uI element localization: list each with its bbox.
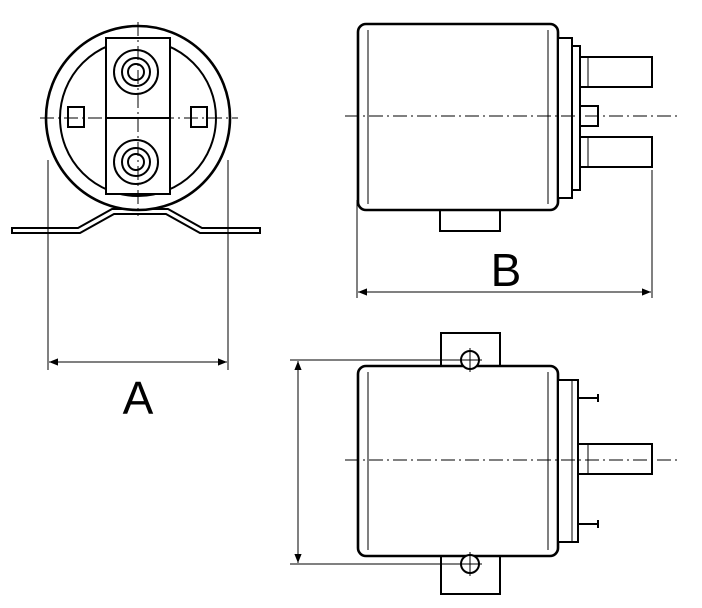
front-side-tab-left [67, 106, 85, 128]
side-end-cap-rim [571, 45, 581, 191]
top-view [345, 332, 680, 595]
dimension-b-label: B [491, 244, 522, 296]
side-terminal-lower [579, 136, 653, 168]
side-end-cap [557, 37, 573, 199]
side-body [356, 22, 560, 212]
front-side-tab-right [190, 106, 208, 128]
front-bracket [11, 208, 261, 234]
front-stud-top [113, 49, 159, 95]
dimension-b: B [356, 170, 653, 298]
front-stud-bottom [113, 139, 159, 185]
side-view [345, 22, 680, 232]
top-end-cap [557, 379, 579, 543]
front-view [11, 22, 261, 234]
side-terminal-upper [579, 56, 653, 88]
dimension-a-label: A [123, 372, 154, 424]
top-terminal [577, 443, 653, 475]
dimension-a: A [47, 160, 229, 424]
dimension-vertical [290, 359, 470, 565]
top-body [356, 364, 560, 558]
